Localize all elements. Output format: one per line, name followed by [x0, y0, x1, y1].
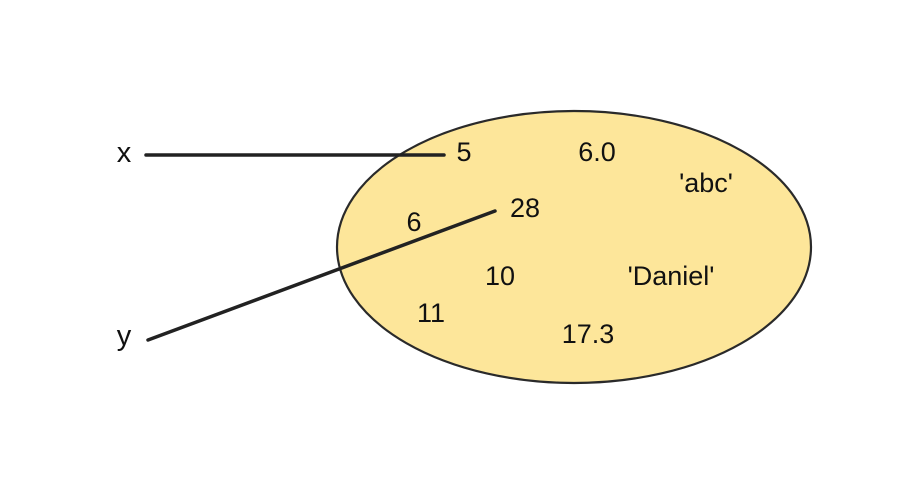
value-set-ellipse	[335, 109, 813, 385]
value-6.0: 6.0	[578, 137, 616, 167]
value-17.3: 17.3	[562, 319, 615, 349]
variable-x-label: x	[117, 137, 132, 169]
value-5: 5	[456, 137, 471, 167]
value-10: 10	[485, 261, 515, 291]
value-daniel: 'Daniel'	[628, 261, 715, 291]
value-28: 28	[510, 193, 540, 223]
value-6: 6	[406, 207, 421, 237]
reference-line-y	[146, 209, 497, 342]
variable-y-label: y	[117, 320, 132, 352]
value-11: 11	[417, 298, 445, 328]
value-abc: 'abc'	[679, 168, 733, 198]
